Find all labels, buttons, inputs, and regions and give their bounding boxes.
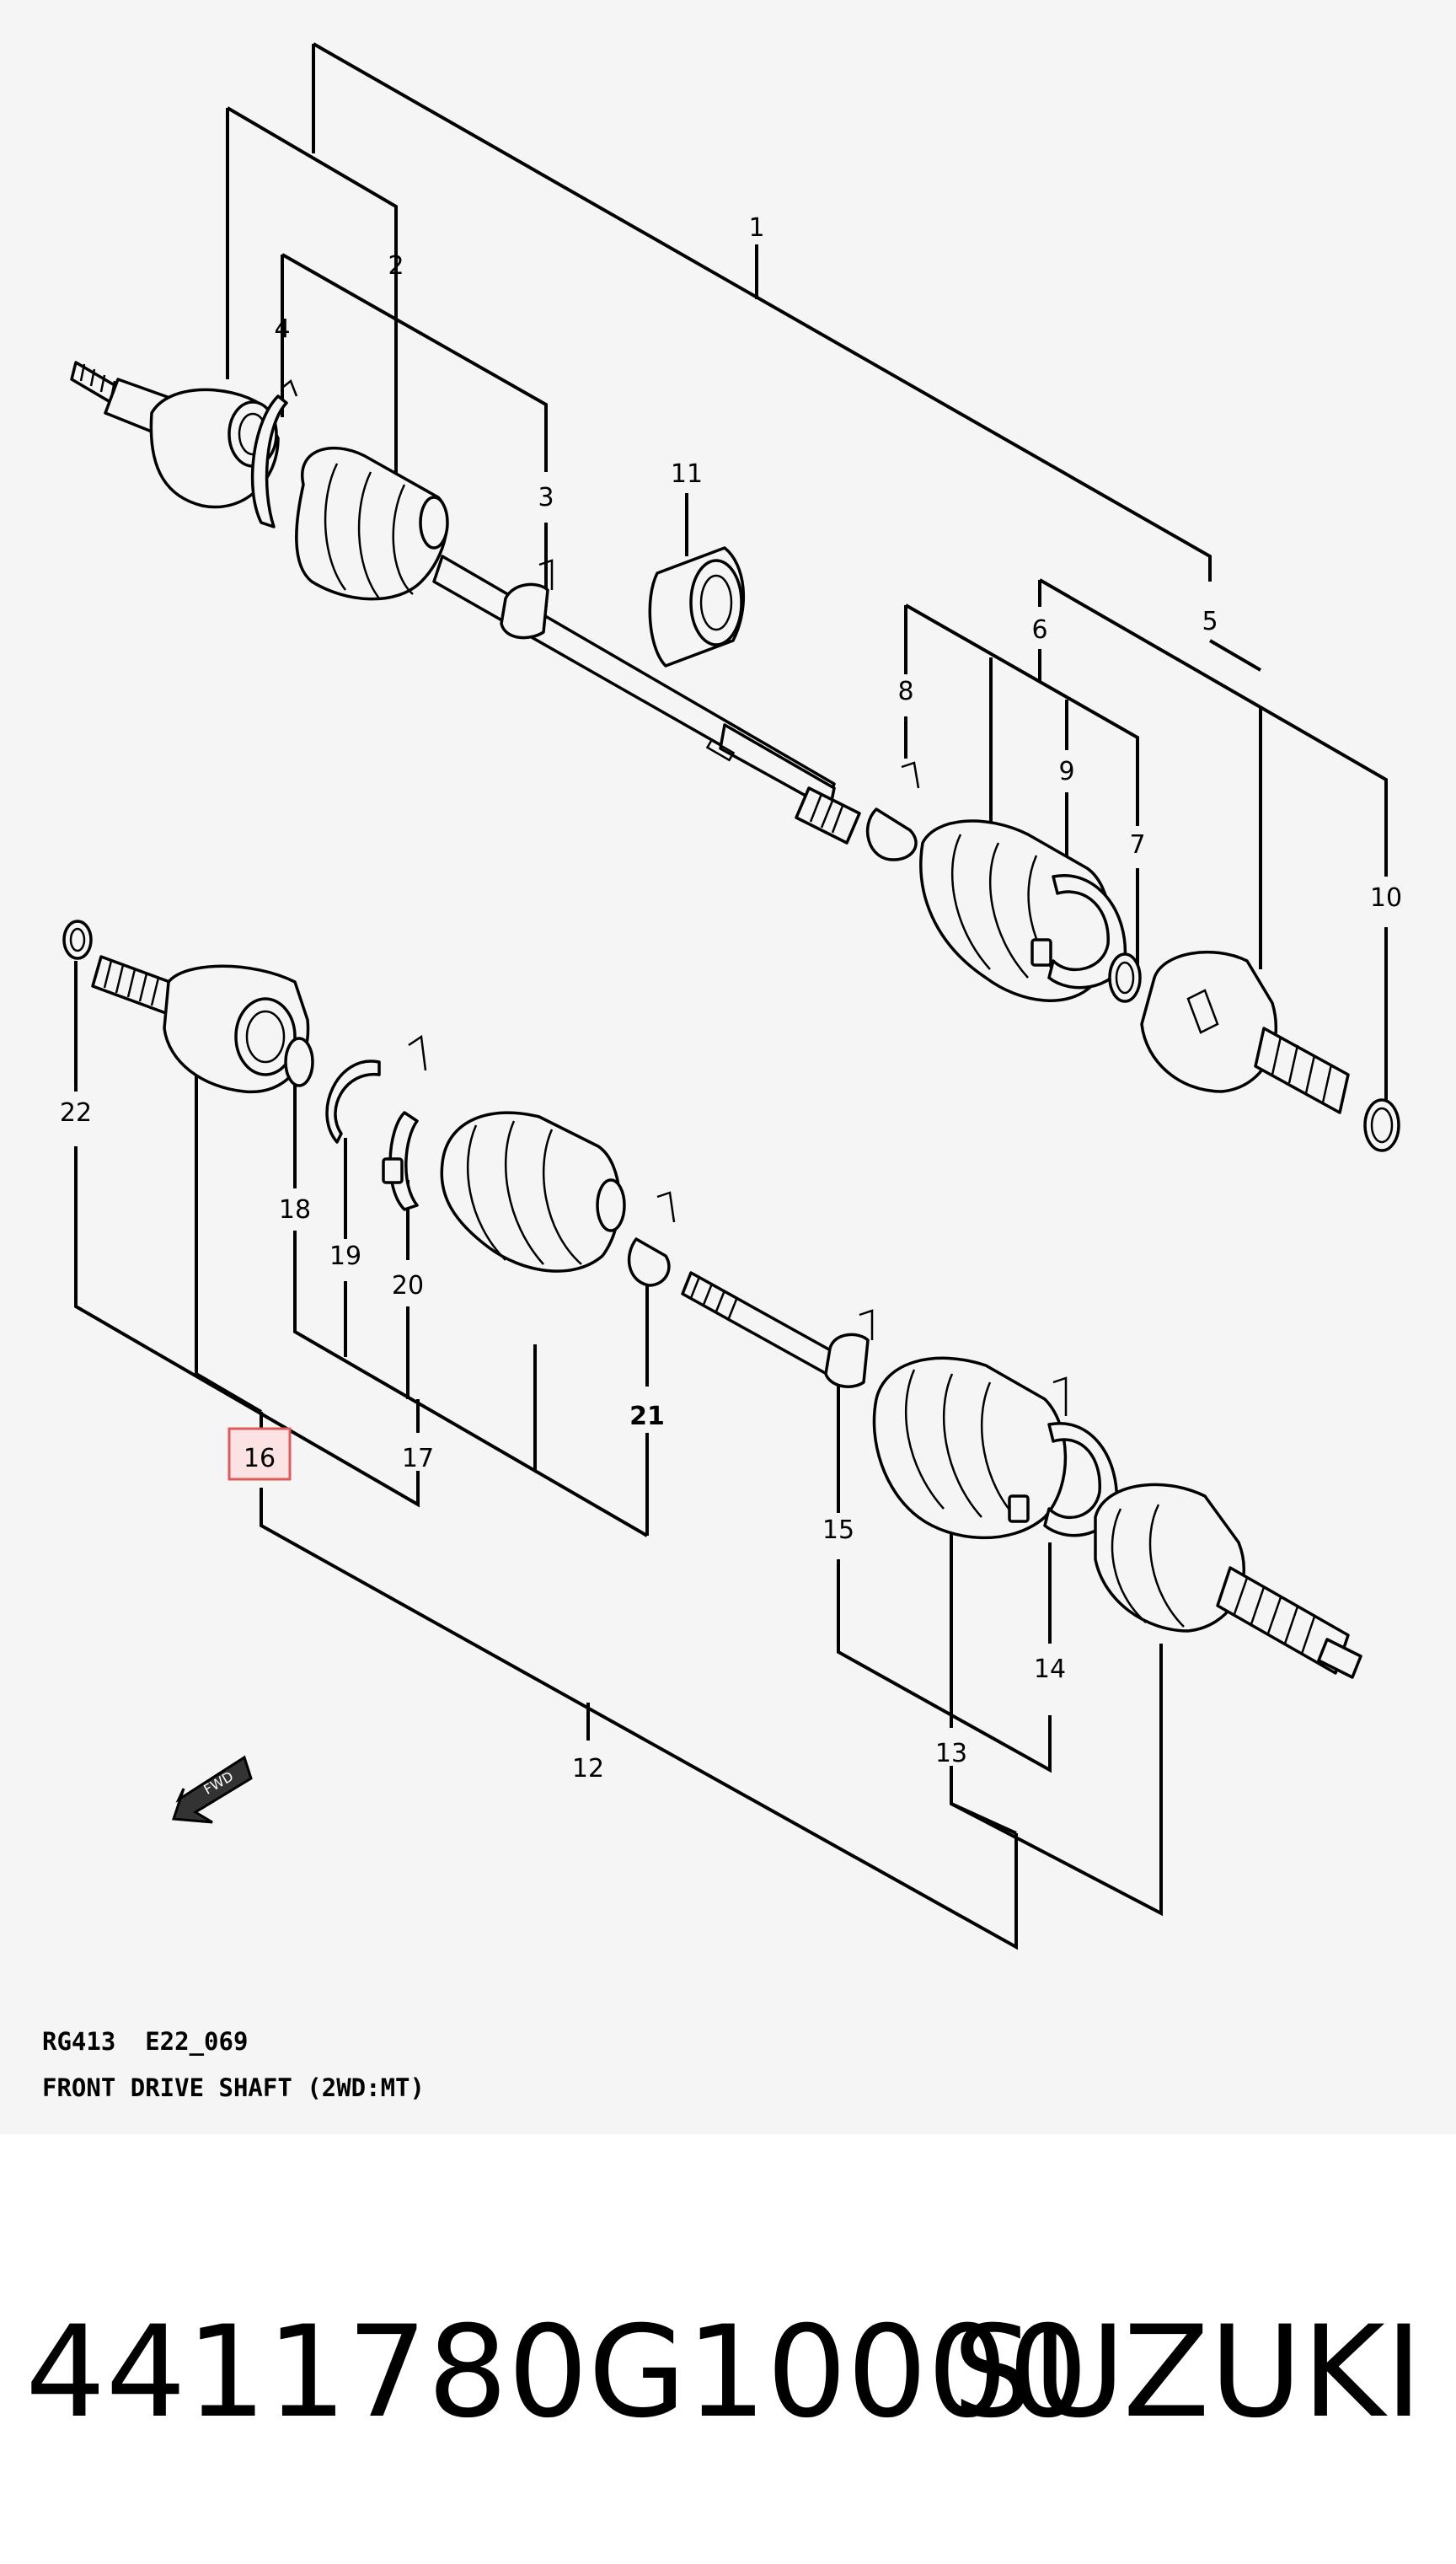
callout-11[interactable]: 11 [671,459,703,489]
upper-shaft-parts [70,361,1400,1152]
highlight-box-16 [228,1427,292,1481]
callout-16[interactable]: 16 [244,1444,276,1473]
callout-20[interactable]: 20 [392,1271,424,1301]
diagram-caption: RG413 E22_069 FRONT DRIVE SHAFT (2WD:MT) [42,2019,425,2111]
callout-12[interactable]: 12 [572,1754,604,1784]
callout-18[interactable]: 18 [279,1195,311,1225]
leader-lines-lower [74,961,1163,1950]
lower-shaft-parts [62,920,1362,1679]
callout-3[interactable]: 3 [538,483,554,512]
parts-diagram-panel: FWD 1 2 3 4 5 6 7 8 9 10 11 12 13 14 15 … [42,42,1403,2111]
callout-1[interactable]: 1 [748,213,764,243]
footer: 4411780G10000 SUZUKI [0,2276,1456,2470]
part-number: 4411780G10000 [25,2299,1089,2446]
leader-lines-upper [226,42,1388,1104]
callout-2[interactable]: 2 [388,251,404,281]
callout-6[interactable]: 6 [1031,615,1047,645]
callout-17[interactable]: 17 [402,1444,434,1473]
callout-10[interactable]: 10 [1370,883,1402,913]
callout-9[interactable]: 9 [1058,757,1074,786]
callout-8[interactable]: 8 [897,677,913,706]
diagram-title: FRONT DRIVE SHAFT (2WD:MT) [42,2073,425,2102]
callout-4[interactable]: 4 [274,314,290,344]
callout-5[interactable]: 5 [1202,607,1218,636]
callout-14[interactable]: 14 [1034,1655,1066,1684]
callout-19[interactable]: 19 [329,1242,361,1271]
callout-22[interactable]: 22 [60,1098,92,1128]
fwd-direction-arrow: FWD [171,1755,253,1824]
brand-name: SUZUKI [952,2299,1422,2446]
callout-21[interactable]: 21 [629,1402,665,1431]
callout-15[interactable]: 15 [822,1515,854,1545]
callout-labels: 1 2 3 4 5 6 7 8 9 10 11 12 13 14 15 16 1… [60,213,1402,1784]
callout-7[interactable]: 7 [1129,830,1145,860]
drive-shaft-exploded-diagram: FWD 1 2 3 4 5 6 7 8 9 10 11 12 13 14 15 … [60,42,1402,1950]
model-code: RG413 E22_069 [42,2027,249,2056]
callout-13[interactable]: 13 [935,1739,967,1768]
